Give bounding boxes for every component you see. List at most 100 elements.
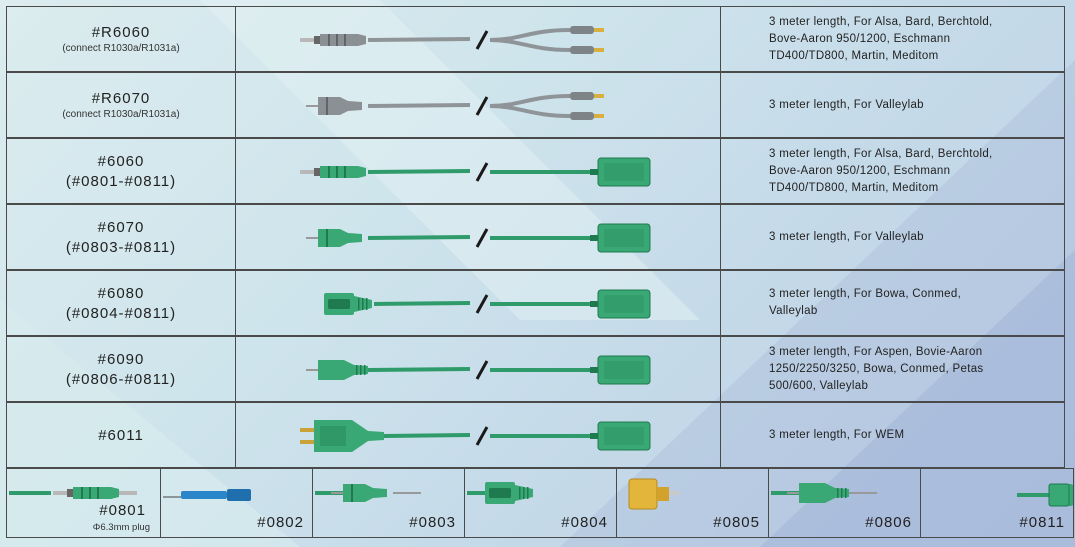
- accessory-code: #0802: [257, 514, 304, 531]
- description-line: 3 meter length, For Valleylab: [769, 98, 924, 111]
- accessory-code: #0803: [409, 514, 456, 531]
- table-row: #6090(#0806-#0811)3 meter length, For As…: [6, 336, 1065, 402]
- cable-line: [383, 433, 471, 438]
- description-line: 3 meter length, For Valleylab: [769, 230, 924, 243]
- flat-plug-icon: [306, 97, 362, 115]
- cable-illustration: [300, 157, 651, 187]
- dual-pin-connector-icon: [489, 26, 604, 54]
- description-line: 3 meter length, For WEM: [769, 428, 905, 441]
- description-line: 500/600, Valleylab: [769, 379, 869, 392]
- flat-plug-icon: [331, 484, 387, 502]
- compatible-range: (#0801-#0811): [65, 172, 177, 190]
- description-cell: 3 meter length, For Alsa, Bard, Berchtol…: [720, 6, 1065, 72]
- product-code-cell: #6080 (#0804-#0811): [6, 270, 236, 336]
- product-code-cell: #6011: [6, 402, 236, 468]
- length-break-icon: [475, 360, 489, 380]
- wide-plug-icon: [485, 482, 533, 504]
- product-code-cell: #R6070 (connect R1030a/R1031a): [6, 72, 236, 138]
- description-cell: 3 meter length, For Valleylab: [720, 72, 1065, 138]
- description-cell: 3 meter length, For WEM: [720, 402, 1065, 468]
- description: 3 meter length, For Valleylab: [769, 97, 924, 114]
- cable-illustration: [306, 355, 651, 385]
- cable-illustration: [300, 420, 651, 452]
- cable-image-cell: [235, 72, 721, 138]
- cable-line: [367, 169, 471, 174]
- table-row: #R6060(connect R1030a/R1031a) 3 meter len…: [6, 6, 1065, 72]
- accessory-note: Φ6.3mm plug: [92, 522, 150, 533]
- length-break-icon: [475, 228, 489, 248]
- description-cell: 3 meter length, For Alsa, Bard, Berchtol…: [720, 138, 1065, 204]
- accessory-0803: #0803: [312, 468, 465, 538]
- table-row: #6060 (#0801-#0811) 3 meter length, For Al…: [6, 138, 1065, 204]
- accessory-0806: #0806: [768, 468, 921, 538]
- accessory-0811: #0811: [920, 468, 1074, 538]
- product-code: #R6070: [91, 90, 151, 107]
- cable-line: [367, 235, 471, 240]
- cable-image-cell: [235, 270, 721, 336]
- length-break-icon: [475, 96, 489, 116]
- description: 3 meter length, For Alsa, Bard, Berchtol…: [769, 14, 993, 65]
- wide-accessory-icon: [467, 482, 533, 504]
- cable-line: [367, 37, 471, 42]
- pin-plug-icon: [787, 483, 849, 503]
- accessory-0802: #0802: [160, 468, 313, 538]
- description: 3 meter length, For Alsa, Bard, Berchtol…: [769, 146, 993, 197]
- accessory-code: #0811: [1019, 514, 1065, 531]
- cable-image-cell: [235, 204, 721, 270]
- jack-plug-icon: [53, 487, 119, 499]
- cable-illustration: [306, 223, 651, 253]
- length-break-icon: [475, 294, 489, 314]
- compatible-range: (#0804-#0811): [65, 304, 177, 322]
- product-code-cell: #6070 (#0803-#0811): [6, 204, 236, 270]
- description-cell: 3 meter length, For Bowa, Conmed,Valleyl…: [720, 270, 1065, 336]
- cable-illustration: [324, 289, 651, 319]
- length-break-icon: [475, 426, 489, 446]
- description-line: TD400/TD800, Martin, Meditom: [769, 49, 939, 62]
- cable-image-cell: [235, 402, 721, 468]
- pad-connector-icon: [590, 289, 651, 319]
- description-line: 3 meter length, For Aspen, Bovie-Aaron: [769, 345, 983, 358]
- pad-accessory-icon: [1017, 483, 1073, 507]
- table-row: #R6070 (connect R1030a/R1031a) 3 meter len…: [6, 72, 1065, 138]
- description-line: 1250/2250/3250, Bowa, Conmed, Petas: [769, 362, 984, 375]
- compatible-range: (connect R1030a/R1031a): [62, 109, 180, 120]
- gold-accessory-icon: [628, 478, 679, 510]
- product-code: #6070: [97, 218, 145, 236]
- cable-line: [373, 301, 471, 306]
- jack-accessory-icon: [9, 487, 137, 499]
- pad-connector-icon: [590, 355, 651, 385]
- flat-accessory-icon: [315, 484, 421, 502]
- accessory-code: #0801: [99, 502, 146, 519]
- accessory-0805: #0805: [616, 468, 769, 538]
- description-line: 3 meter length, For Alsa, Bard, Berchtol…: [769, 15, 993, 28]
- product-code: #R6060: [91, 24, 151, 41]
- accessory-code: #0804: [561, 514, 608, 531]
- table-row: #6080 (#0804-#0811) 3 meter length, For Bo…: [6, 270, 1065, 336]
- cable-image-cell: [235, 138, 721, 204]
- cable-illustration: [306, 92, 604, 120]
- product-code: #6060: [97, 152, 145, 170]
- description: 3 meter length, For Valleylab: [769, 229, 924, 246]
- compatible-range: (#0806-#0811): [65, 370, 177, 388]
- product-code-cell: #R6060(connect R1030a/R1031a): [6, 6, 236, 72]
- description-line: Bove-Aaron 950/1200, Eschmann: [769, 164, 951, 177]
- pad-connector-icon: [590, 421, 651, 451]
- compatible-range: (#0803-#0811): [65, 238, 177, 256]
- pad-connector-icon: [590, 223, 651, 253]
- table-row: #6011 3 meter length, For WEM: [6, 402, 1065, 468]
- jack-plug-icon: [300, 34, 366, 46]
- length-break-icon: [475, 162, 489, 182]
- cable-image-cell: [235, 6, 721, 72]
- product-code: #6080: [97, 284, 145, 302]
- accessory-code: #0806: [865, 514, 912, 531]
- description-cell: 3 meter length, For Valleylab: [720, 204, 1065, 270]
- cable-line: [367, 103, 471, 108]
- table-row: #6070 (#0803-#0811) 3 meter length, For Va…: [6, 204, 1065, 270]
- description-line: Bove-Aaron 950/1200, Eschmann: [769, 32, 951, 45]
- big-plug-icon: [300, 420, 384, 452]
- wide-plug-icon: [324, 293, 372, 315]
- pin-plug-icon: [306, 360, 368, 380]
- cable-line: [367, 367, 471, 372]
- description: 3 meter length, For Bowa, Conmed,Valleyl…: [769, 286, 961, 320]
